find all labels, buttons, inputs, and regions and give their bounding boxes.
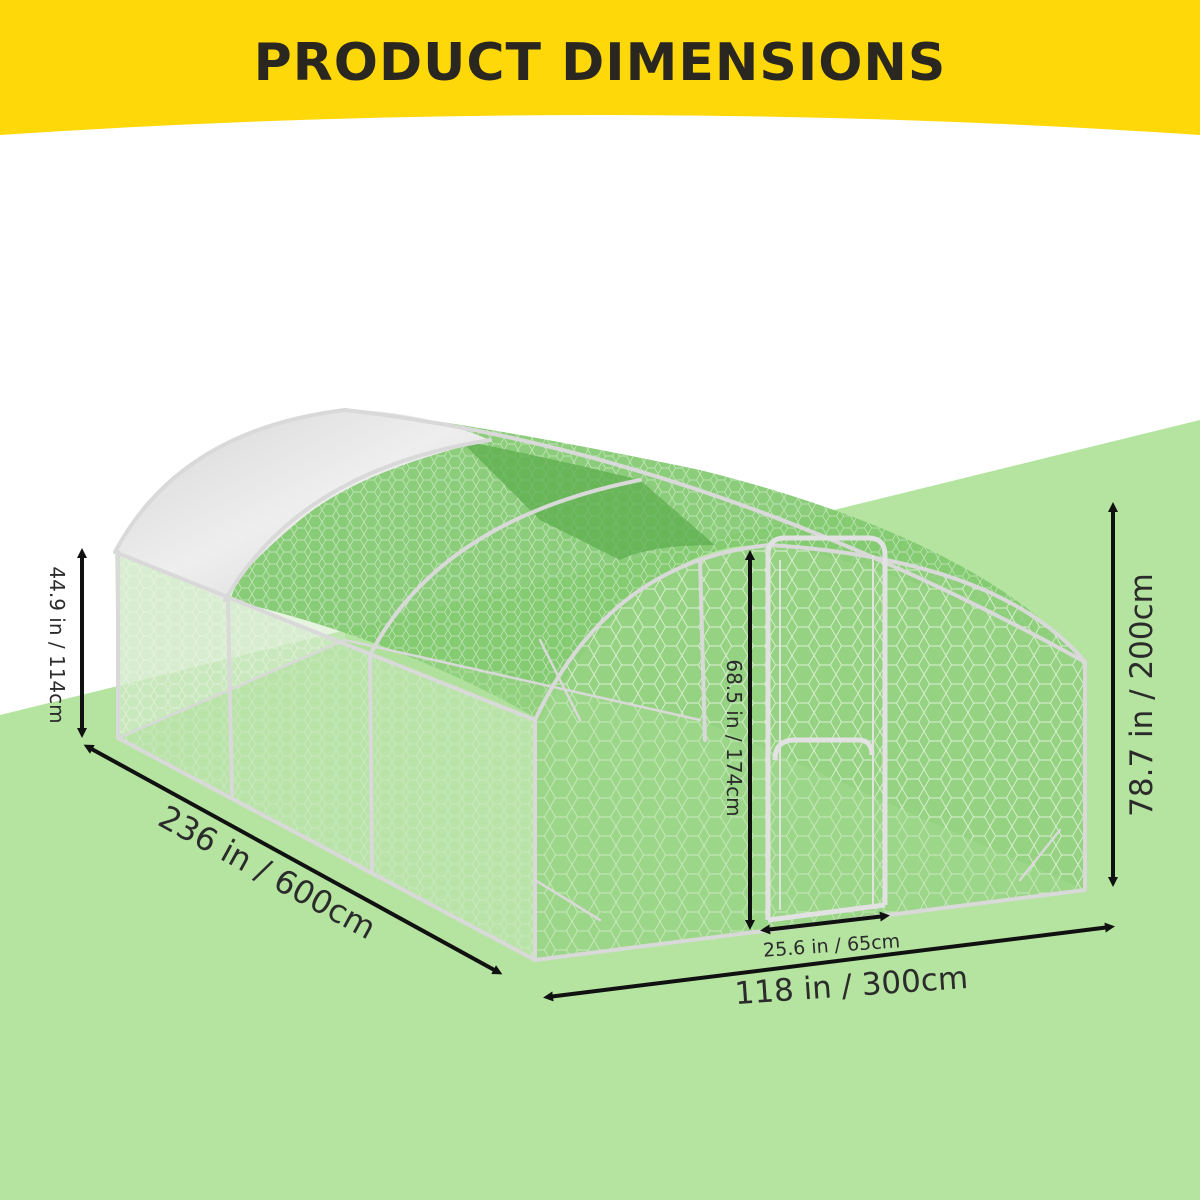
width-arrow [543,922,1115,1002]
dimension-arrows [77,502,1118,1002]
side-height-label: 44.9 in / 114cm [45,566,69,723]
chicken-coop-enclosure [113,408,1087,962]
floor-shade [118,640,1085,960]
length-arrow [83,744,503,975]
roof-dark-panel [460,440,715,560]
roof-cover [115,410,490,600]
page-title: PRODUCT DIMENSIONS [254,33,947,93]
yellow-header-band [0,0,1200,135]
total-height-label: 78.7 in / 200cm [1124,573,1160,817]
door-height-label: 68.5 in / 174cm [722,659,746,816]
